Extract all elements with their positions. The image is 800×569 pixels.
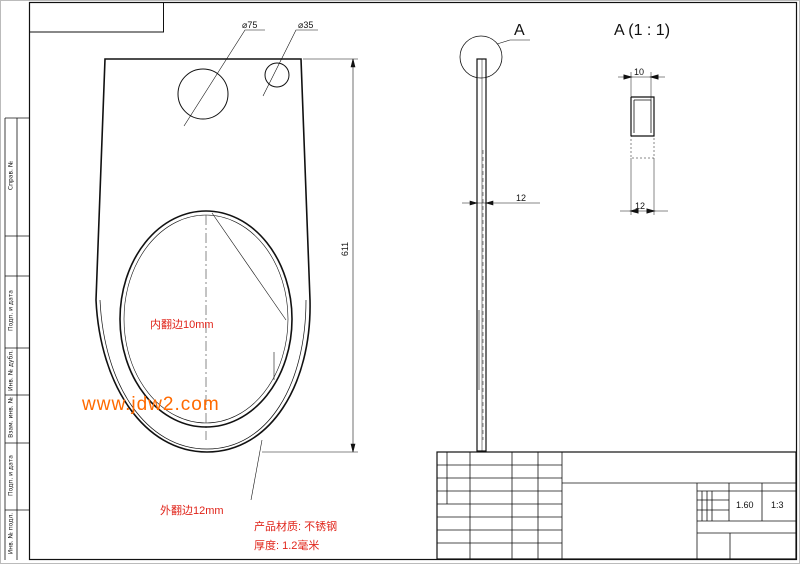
large-hole (177, 68, 229, 120)
leader-d75 (183, 29, 265, 127)
dim-thickness: 12 (516, 193, 527, 203)
left-margin-strip (4, 117, 30, 560)
watermark-text: www.jdw2.com (82, 394, 220, 415)
margin-label-6: Инв. № подл. (7, 512, 15, 555)
detail-view (618, 72, 668, 215)
height-dimension (262, 58, 358, 453)
margin-label-1: Справ. № (7, 160, 15, 191)
side-view-profile (476, 58, 487, 452)
note-material: 产品材质: 不锈钢 (254, 521, 338, 533)
detail-leader (496, 39, 530, 45)
small-hole (264, 62, 290, 88)
title-block (436, 451, 797, 560)
side-thickness-dim (462, 200, 540, 206)
dim-d35: ⌀35 (298, 20, 314, 30)
leader-d35 (262, 29, 318, 97)
radius-leader (211, 212, 287, 321)
dim-height: 611 (340, 241, 351, 257)
detail-circle (459, 35, 503, 79)
detail-view-title: A (1 : 1) (614, 22, 671, 39)
outer-flange-leader (250, 439, 263, 501)
title-block-mass: 1.60 (736, 500, 754, 510)
part-outline (95, 58, 311, 453)
inner-frame (28, 1, 798, 561)
dim-detail-bottom: 12 (635, 201, 646, 211)
dim-d75: ⌀75 (242, 20, 258, 30)
title-block-scale: 1:3 (771, 500, 784, 510)
top-stamp-box (29, 2, 164, 33)
note-inner-flange: 内翻边10mm (150, 319, 214, 331)
note-outer-flange: 外翻边12mm (160, 505, 224, 517)
section-marker-label: A (514, 22, 525, 39)
dim-detail-top: 10 (634, 67, 645, 77)
flange-line (99, 299, 307, 450)
note-thickness: 厚度: 1.2毫米 (254, 540, 320, 552)
